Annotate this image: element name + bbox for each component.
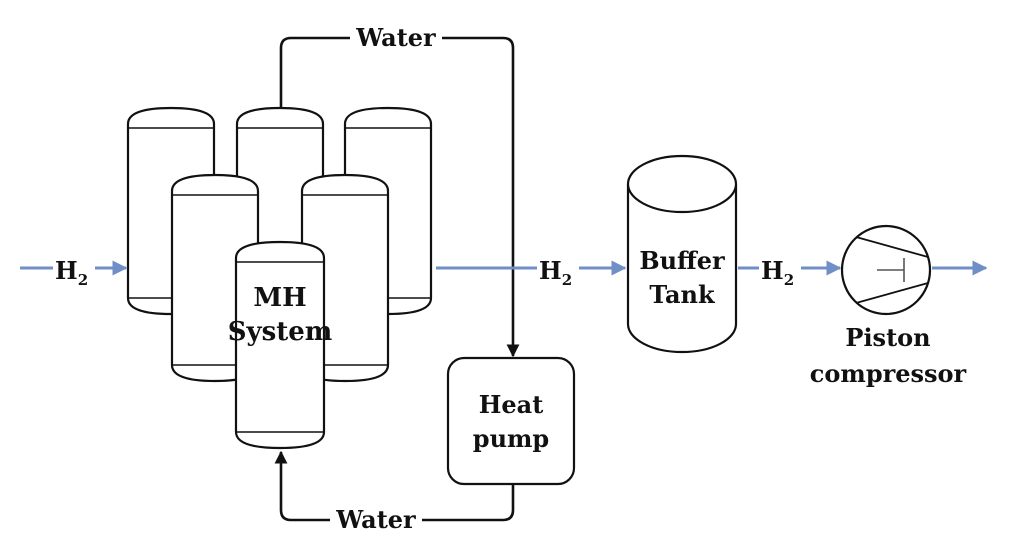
buffer-tank-label-line1: Buffer [639, 246, 725, 275]
buffer-tank-label-line2: Tank [649, 280, 716, 309]
heat-pump-label-line1: Heat [479, 390, 544, 419]
water-label-bottom-bg [330, 506, 422, 534]
compressor-label-line2: compressor [810, 359, 967, 388]
heat-pump-box [446, 356, 576, 486]
water-label-top: Water [355, 23, 436, 52]
h2-label-mid: H2 [539, 256, 572, 289]
heat-pump-label-line2: pump [473, 424, 549, 453]
buffer-tank [626, 154, 738, 354]
h2-label-outlet: H2 [761, 256, 794, 289]
mh-system-label-line2: System [228, 317, 333, 347]
water-label-top-bg [350, 24, 442, 52]
h2-label-inlet: H2 [55, 256, 88, 289]
mh-tank-cluster [126, 106, 433, 450]
h2-label-inlet-bg [53, 252, 95, 286]
water-label-bottom: Water [335, 505, 416, 534]
h2-label-outlet-bg [759, 252, 801, 286]
h2-label-mid-bg [537, 252, 579, 286]
compressor-label-line1: Piston [845, 323, 930, 352]
mh-tank-front [234, 240, 326, 450]
piston-compressor-symbol [840, 224, 932, 316]
mh-system-label-line1: MH [253, 283, 306, 313]
